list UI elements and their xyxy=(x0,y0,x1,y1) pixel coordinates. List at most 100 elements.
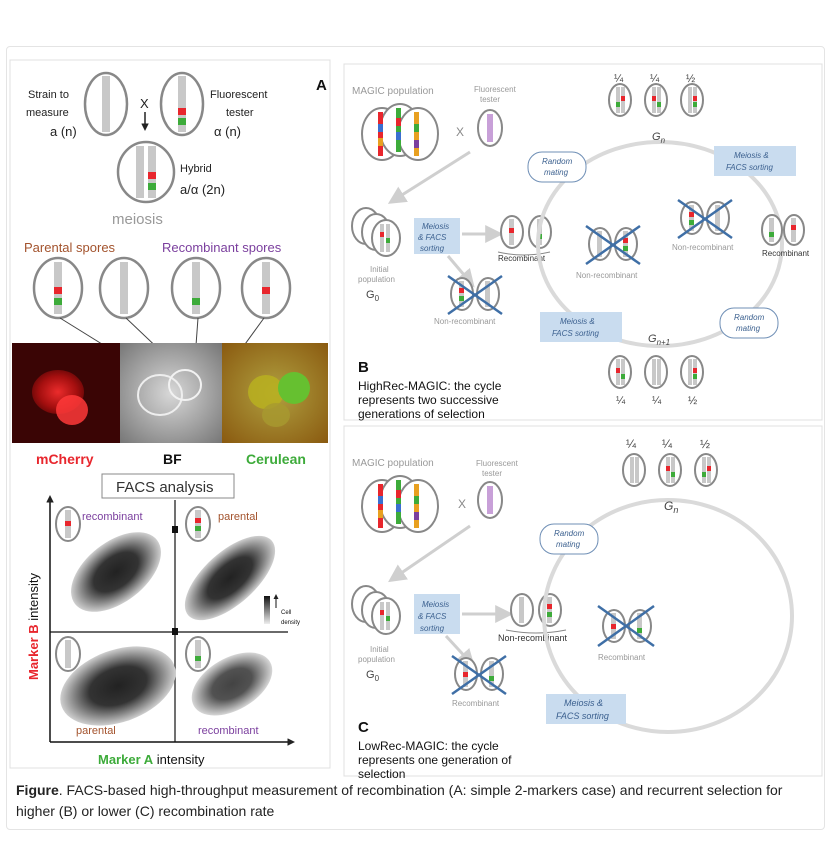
b-non-recombinant-crossed-3 xyxy=(585,224,641,266)
c-gn-cells xyxy=(622,453,718,487)
b-initial-population xyxy=(351,207,401,257)
chromosome-strain xyxy=(102,76,110,132)
micro-label-mcherry: mCherry xyxy=(36,451,94,467)
facs-y-label: Marker B intensity xyxy=(26,573,41,680)
b-cross: X xyxy=(456,125,464,139)
spore-2 xyxy=(98,256,150,320)
b-frac-top-2: ¼ xyxy=(650,73,660,85)
micro-label-bf: BF xyxy=(163,451,182,467)
b-meiosis-box-2 xyxy=(714,146,796,176)
b-initial-2: population xyxy=(358,275,395,284)
parental-spores-label: Parental spores xyxy=(24,240,116,255)
b-recombinant-pair-2 xyxy=(761,214,805,246)
b-non-recombinant-crossed-1 xyxy=(447,274,503,316)
b-desc-1: HighRec-MAGIC: the cycle xyxy=(358,379,502,393)
b-random-mating-1 xyxy=(527,151,587,183)
hybrid-label-2: a/α (2n) xyxy=(180,182,225,197)
chromosome-tester xyxy=(178,76,186,132)
facs-title: FACS analysis xyxy=(116,479,214,496)
strain-label-1: Strain to xyxy=(28,89,69,101)
c-tester-2: tester xyxy=(482,469,502,478)
b-g0: G0 xyxy=(366,289,380,303)
b-tester-2: tester xyxy=(480,95,500,104)
b-gn1-cells xyxy=(608,355,704,389)
c-frac-3: ½ xyxy=(700,437,710,451)
c-random-1: Random xyxy=(554,529,585,538)
b-recombinant-label: Recombinant xyxy=(498,254,546,263)
c-meiosis-facs-a: Meiosis & xyxy=(564,698,603,708)
b-meiosis-facs-2a: Meiosis & xyxy=(734,151,769,160)
density-label-2: density xyxy=(281,620,300,626)
c-desc-3: selection xyxy=(358,767,405,781)
c-tester-cell xyxy=(477,481,503,519)
b-cycle xyxy=(536,140,784,348)
b-meiosis-3: sorting xyxy=(420,244,445,253)
b-meiosis-1: Meiosis xyxy=(422,222,449,231)
b-non-recombinant-2: Non-recombinant xyxy=(672,243,734,252)
cross-symbol-a: X xyxy=(140,96,149,111)
panel-b-letter: B xyxy=(358,359,369,376)
b-non-recombinant-crossed-2 xyxy=(677,198,733,240)
b-frac-top-3: ½ xyxy=(686,73,695,85)
c-meiosis-box-1 xyxy=(414,594,460,634)
facs-title-box xyxy=(101,473,235,499)
b-initial-1: Initial xyxy=(370,265,389,274)
b-magic-population: MAGIC population xyxy=(352,86,434,97)
b-frac-top-1: ¼ xyxy=(614,73,624,85)
b-frac-bottom-3: ½ xyxy=(688,395,697,407)
meiosis-label: meiosis xyxy=(112,211,163,228)
quadrant-label-bottom-left: parental xyxy=(76,725,116,737)
b-random-mating-2 xyxy=(719,307,779,339)
c-meiosis-1: Meiosis xyxy=(422,600,449,609)
b-gn-cells xyxy=(608,83,704,117)
b-meiosis-facs-3a: Meiosis & xyxy=(560,317,595,326)
c-magic-population: MAGIC population xyxy=(352,458,434,469)
b-non-recombinant-3: Non-recombinant xyxy=(576,271,638,280)
c-meiosis-box-2 xyxy=(546,694,626,724)
c-recombinant-crossed-2 xyxy=(597,604,655,648)
recombinant-spores-label: Recombinant spores xyxy=(162,240,282,255)
c-frac-2: ¼ xyxy=(662,437,673,451)
tester-label-1: Fluorescent xyxy=(210,89,267,101)
micro-label-cerulean: Cerulean xyxy=(246,451,306,467)
quadrant-icon-bottom-left xyxy=(55,636,81,672)
c-frac-1: ¼ xyxy=(626,437,637,451)
quadrant-label-top-left: recombinant xyxy=(82,511,143,523)
spore-4 xyxy=(240,256,292,320)
facs-cloud-top-right xyxy=(184,535,276,621)
quadrant-icon-top-right xyxy=(185,506,211,542)
c-non-recombinant-label: Non-recombinant xyxy=(498,633,568,643)
c-tester-1: Fluorescent xyxy=(476,459,519,468)
b-gn: Gn xyxy=(652,131,666,145)
c-cross: X xyxy=(458,497,466,511)
density-bar xyxy=(264,596,270,624)
hybrid-label-1: Hybrid xyxy=(180,163,212,175)
panel-a: A Strain to measure a (n) X Fluorescent … xyxy=(9,59,331,769)
strain-label-2: measure xyxy=(26,107,69,119)
b-meiosis-box-1 xyxy=(414,218,460,254)
b-magic-cluster xyxy=(361,103,439,161)
facs-cloud-bottom-left xyxy=(60,646,176,726)
b-meiosis-facs-2b: FACS sorting xyxy=(726,163,774,172)
b-gn1: Gn+1 xyxy=(648,333,670,347)
facs-x-label: Marker A intensity xyxy=(98,752,205,767)
c-random-2: mating xyxy=(556,540,581,549)
b-frac-bottom-2: ¼ xyxy=(652,395,662,407)
b-random-1b: mating xyxy=(544,168,569,177)
caption-text: . FACS-based high-throughput measurement… xyxy=(16,782,783,819)
density-label-1: Cell xyxy=(281,610,291,616)
caption-bold: Figure xyxy=(16,782,59,798)
c-initial-population xyxy=(351,585,401,635)
c-cycle xyxy=(542,498,794,734)
c-desc-2: represents one generation of xyxy=(358,753,512,767)
panel-a-letter: A xyxy=(316,77,327,94)
c-meiosis-facs-b: FACS sorting xyxy=(556,711,609,721)
cell-hybrid xyxy=(116,140,176,204)
c-recombinant-crossed-1 xyxy=(451,654,507,696)
c-g0: G0 xyxy=(366,669,380,683)
spore-3 xyxy=(170,256,222,320)
spore-1 xyxy=(32,256,84,320)
quadrant-label-bottom-right: recombinant xyxy=(198,725,259,737)
facs-cloud-top-left xyxy=(71,532,161,612)
